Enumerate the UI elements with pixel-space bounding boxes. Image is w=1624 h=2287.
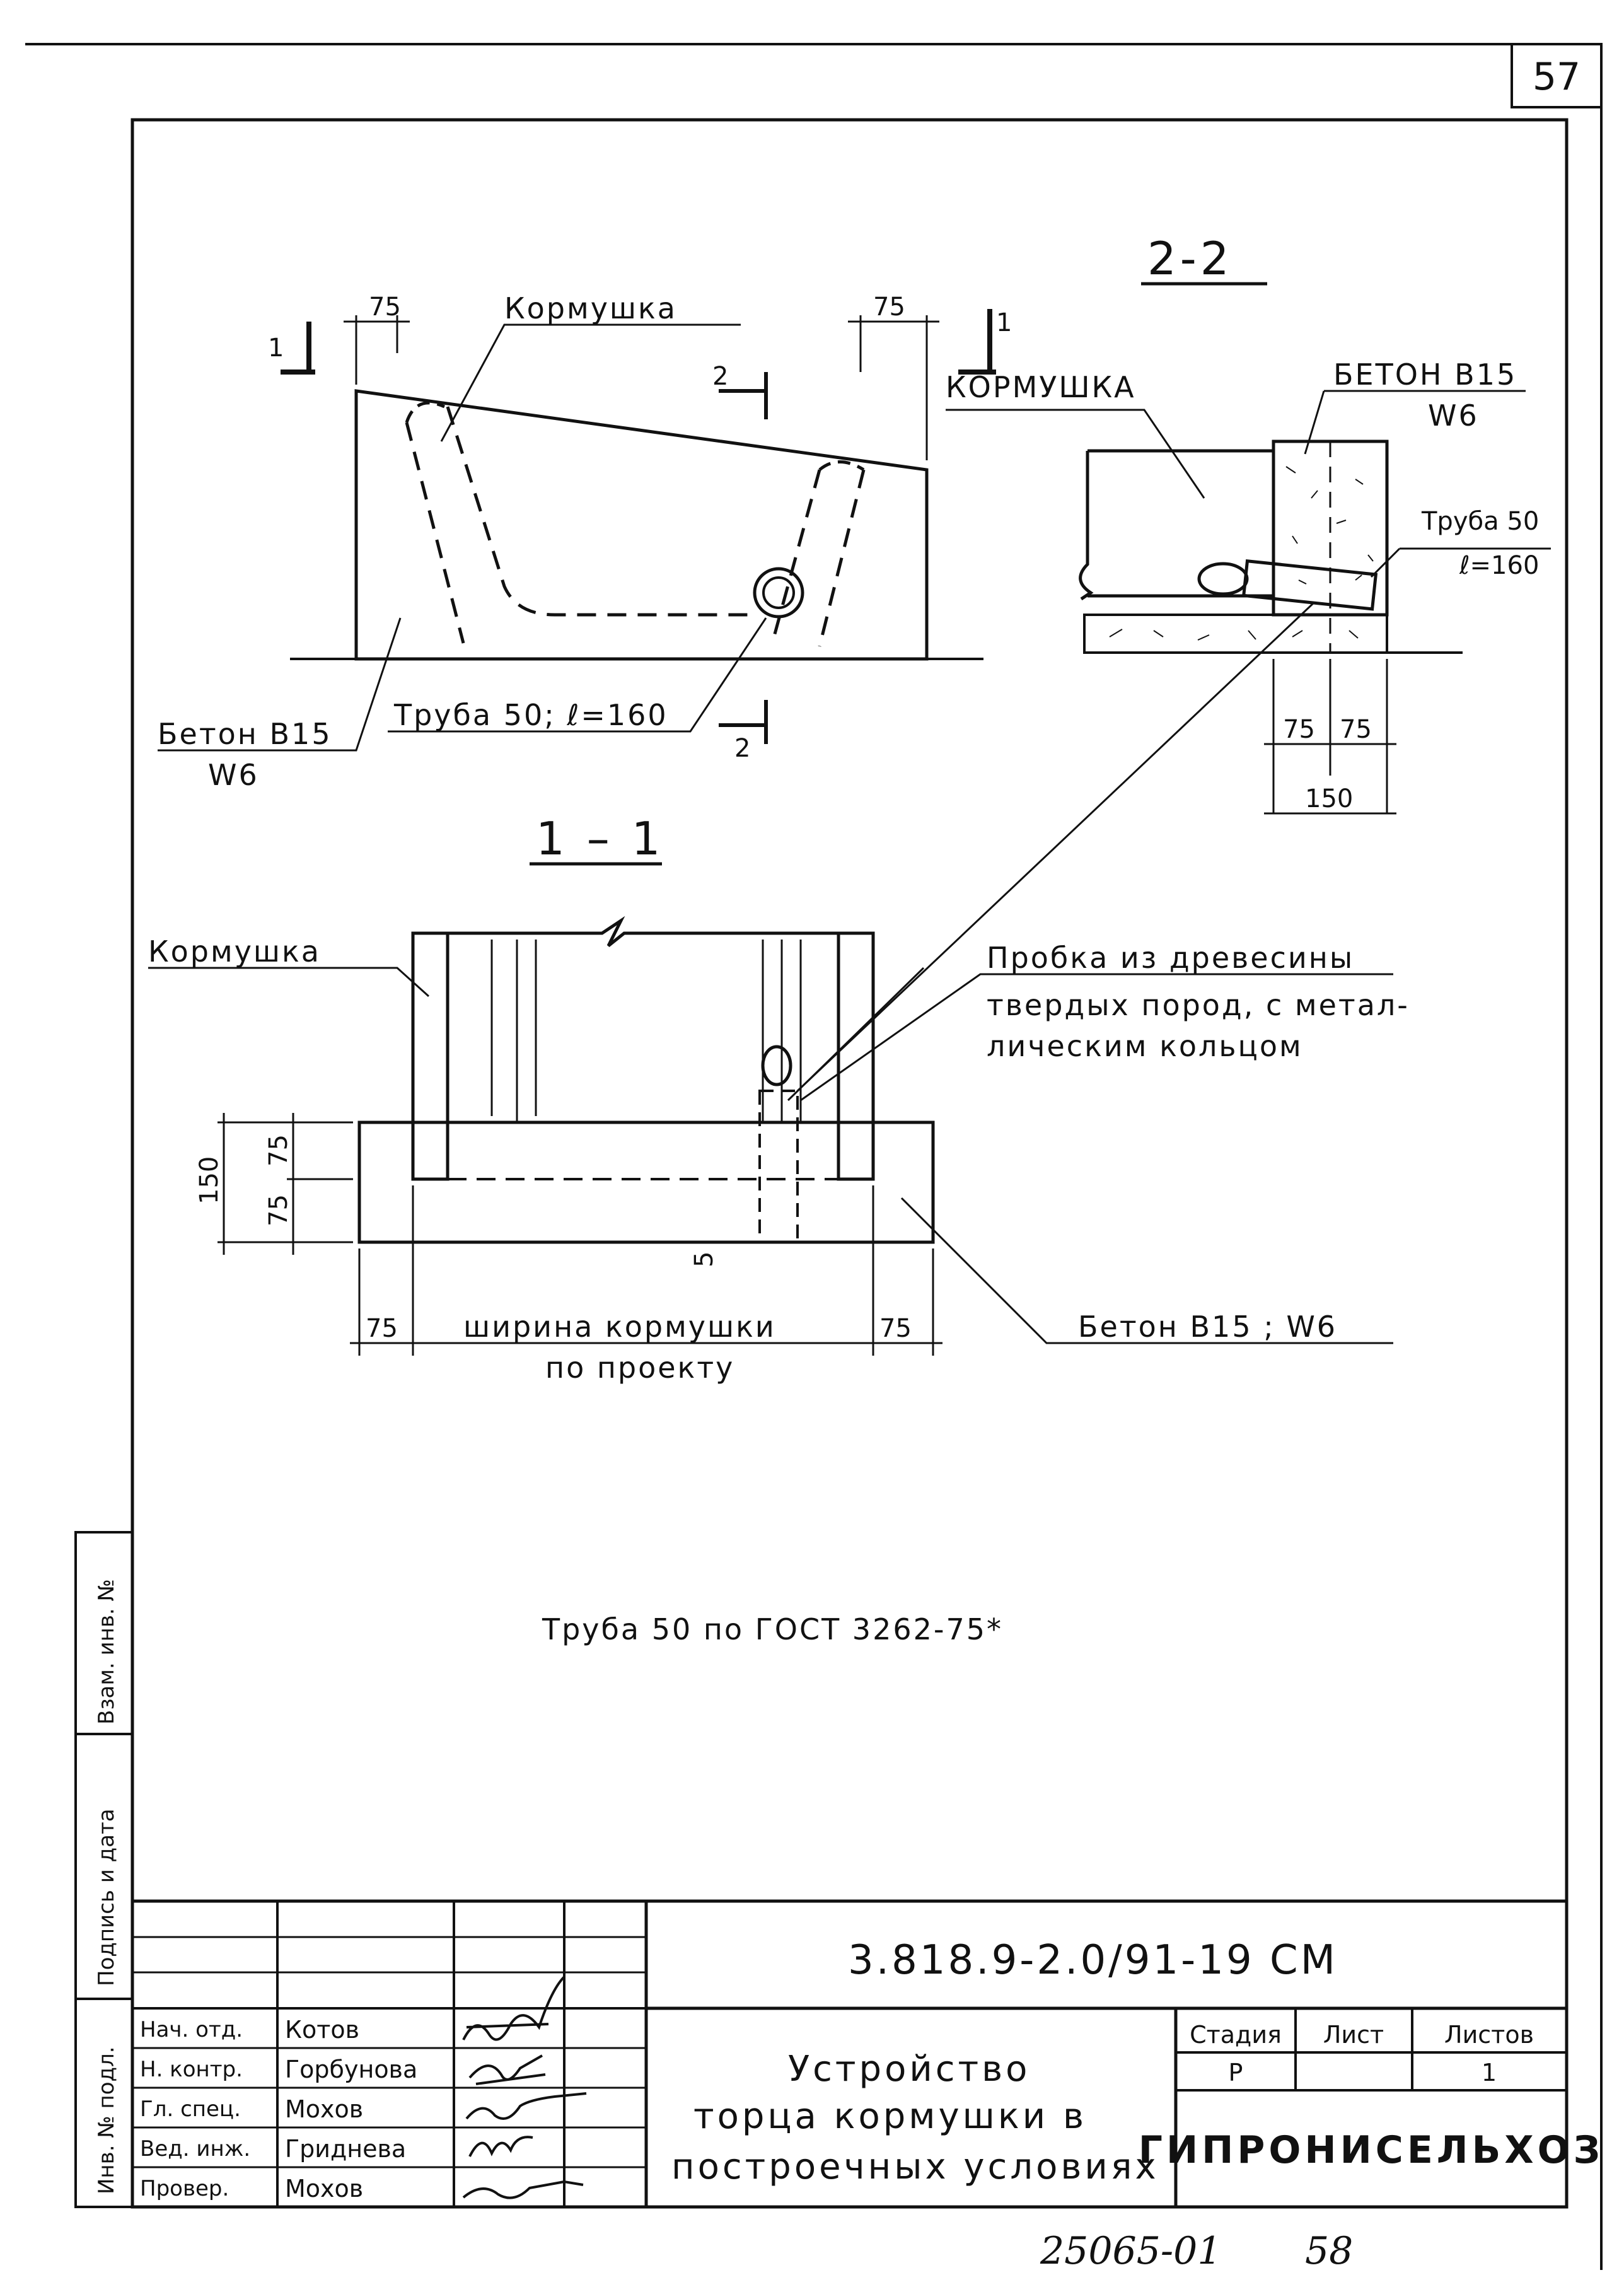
signer-role: Вед. инж. — [140, 2136, 250, 2162]
inventory-number: 25065-01 — [1040, 2229, 1222, 2273]
elev-label-feeder: Кормушка — [504, 291, 677, 325]
s11-label-plug-2: твердых пород, с метал- — [987, 988, 1410, 1022]
signer-name: Котов — [285, 2016, 359, 2044]
s22-label-feeder: КОРМУШКА — [946, 370, 1136, 404]
side-stamp-sign-date: Подпись и дата — [94, 1808, 119, 1986]
side-stamp-inv-orig: Инв. № подл. — [94, 2046, 119, 2194]
s11-dim-75-bottom: 75 — [264, 1194, 293, 1226]
page-number: 57 — [1533, 55, 1580, 99]
elev-cut-2-top: 2 — [712, 362, 728, 391]
s22-dim-left: 75 — [1283, 715, 1315, 744]
s11-label-plug-3: лическим кольцом — [987, 1029, 1303, 1063]
signer-role: Провер. — [140, 2176, 229, 2201]
elev-dim-left: 75 — [369, 293, 401, 322]
section-1-1-view — [148, 601, 1393, 1356]
section-2-2-view — [946, 390, 1551, 815]
stage-header: Стадия — [1190, 2021, 1282, 2049]
title-line-3: построечных условиях — [671, 2146, 1159, 2187]
sheets-value: 1 — [1482, 2059, 1497, 2086]
s22-dim-total: 150 — [1305, 784, 1353, 813]
s11-label-concrete: Бетон В15 ; W6 — [1078, 1310, 1337, 1344]
page-number-box — [1511, 43, 1603, 108]
pipe-standard-note: Труба 50 по ГОСТ 3262-75* — [542, 1612, 1003, 1646]
signer-row: Нач. отд. Котов — [140, 2016, 359, 2044]
signer-name: Горбунова — [285, 2056, 417, 2083]
s22-dim-right: 75 — [1340, 715, 1372, 744]
signer-row: Вед. инж. Гриднева — [140, 2135, 406, 2163]
elev-dim-right: 75 — [873, 293, 905, 322]
elev-label-concrete: Бетон В15 — [158, 717, 332, 751]
sheets-header: Листов — [1444, 2021, 1534, 2049]
sheet-header: Лист — [1323, 2021, 1384, 2049]
title-line-1: Устройство — [788, 2049, 1030, 2090]
s11-label-width: ширина кормушки — [463, 1310, 776, 1344]
drawing-frame — [130, 118, 1569, 2209]
section-2-2-title: 2-2 — [1147, 232, 1233, 285]
title-block — [130, 1899, 1569, 2209]
s22-label-pipe-len: ℓ=160 — [1459, 551, 1539, 580]
signer-name: Мохов — [285, 2095, 363, 2123]
signer-role: Нач. отд. — [140, 2017, 243, 2042]
title-line-2: торца кормушки в — [693, 2096, 1087, 2137]
doc-code: 3.818.9-2.0/91-19 СМ — [848, 1937, 1338, 1984]
signer-row: Провер. Мохов — [140, 2175, 363, 2203]
s11-label-feeder: Кормушка — [148, 934, 321, 969]
s22-label-concrete-w: W6 — [1428, 399, 1479, 433]
signer-role: Н. контр. — [140, 2057, 243, 2082]
side-stamp: Инв. № подл. Подпись и дата Взам. инв. № — [74, 1531, 134, 2208]
elevation-view — [158, 309, 996, 752]
signer-row: Н. контр. Горбунова — [140, 2056, 417, 2083]
s22-label-pipe: Труба 50 — [1421, 507, 1539, 536]
s11-dim-150: 150 — [195, 1156, 224, 1204]
elev-label-concrete-w: W6 — [208, 758, 259, 792]
side-stamp-inv-repl: Взам. инв. № — [94, 1579, 119, 1725]
s22-label-concrete: БЕТОН В15 — [1333, 358, 1517, 392]
elev-label-pipe: Труба 50; ℓ=160 — [393, 698, 668, 732]
elev-cut-1-left: 1 — [268, 334, 284, 363]
s11-label-plug-1: Пробка из древесины — [987, 941, 1354, 975]
signatures — [462, 1976, 587, 2199]
section-1-1-title: 1 – 1 — [536, 812, 664, 865]
s11-dim-75-top: 75 — [264, 1134, 293, 1167]
signer-name: Мохов — [285, 2175, 363, 2203]
stage-value: Р — [1229, 2059, 1243, 2086]
s11-dim-75-right: 75 — [879, 1314, 912, 1343]
signer-row: Гл. спец. Мохов — [140, 2095, 363, 2123]
footer-page: 58 — [1305, 2229, 1353, 2273]
s11-dim-5: 5 — [690, 1252, 719, 1267]
s11-label-width-2: по проекту — [545, 1351, 734, 1385]
elev-cut-1-right: 1 — [996, 308, 1012, 337]
s11-dim-75-left: 75 — [366, 1314, 398, 1343]
signer-name: Гриднева — [285, 2135, 406, 2163]
signer-role: Гл. спец. — [140, 2097, 241, 2122]
elev-cut-2-bottom: 2 — [734, 734, 750, 763]
organization: ГИПРОНИСЕЛЬХОЗ — [1139, 2128, 1604, 2172]
